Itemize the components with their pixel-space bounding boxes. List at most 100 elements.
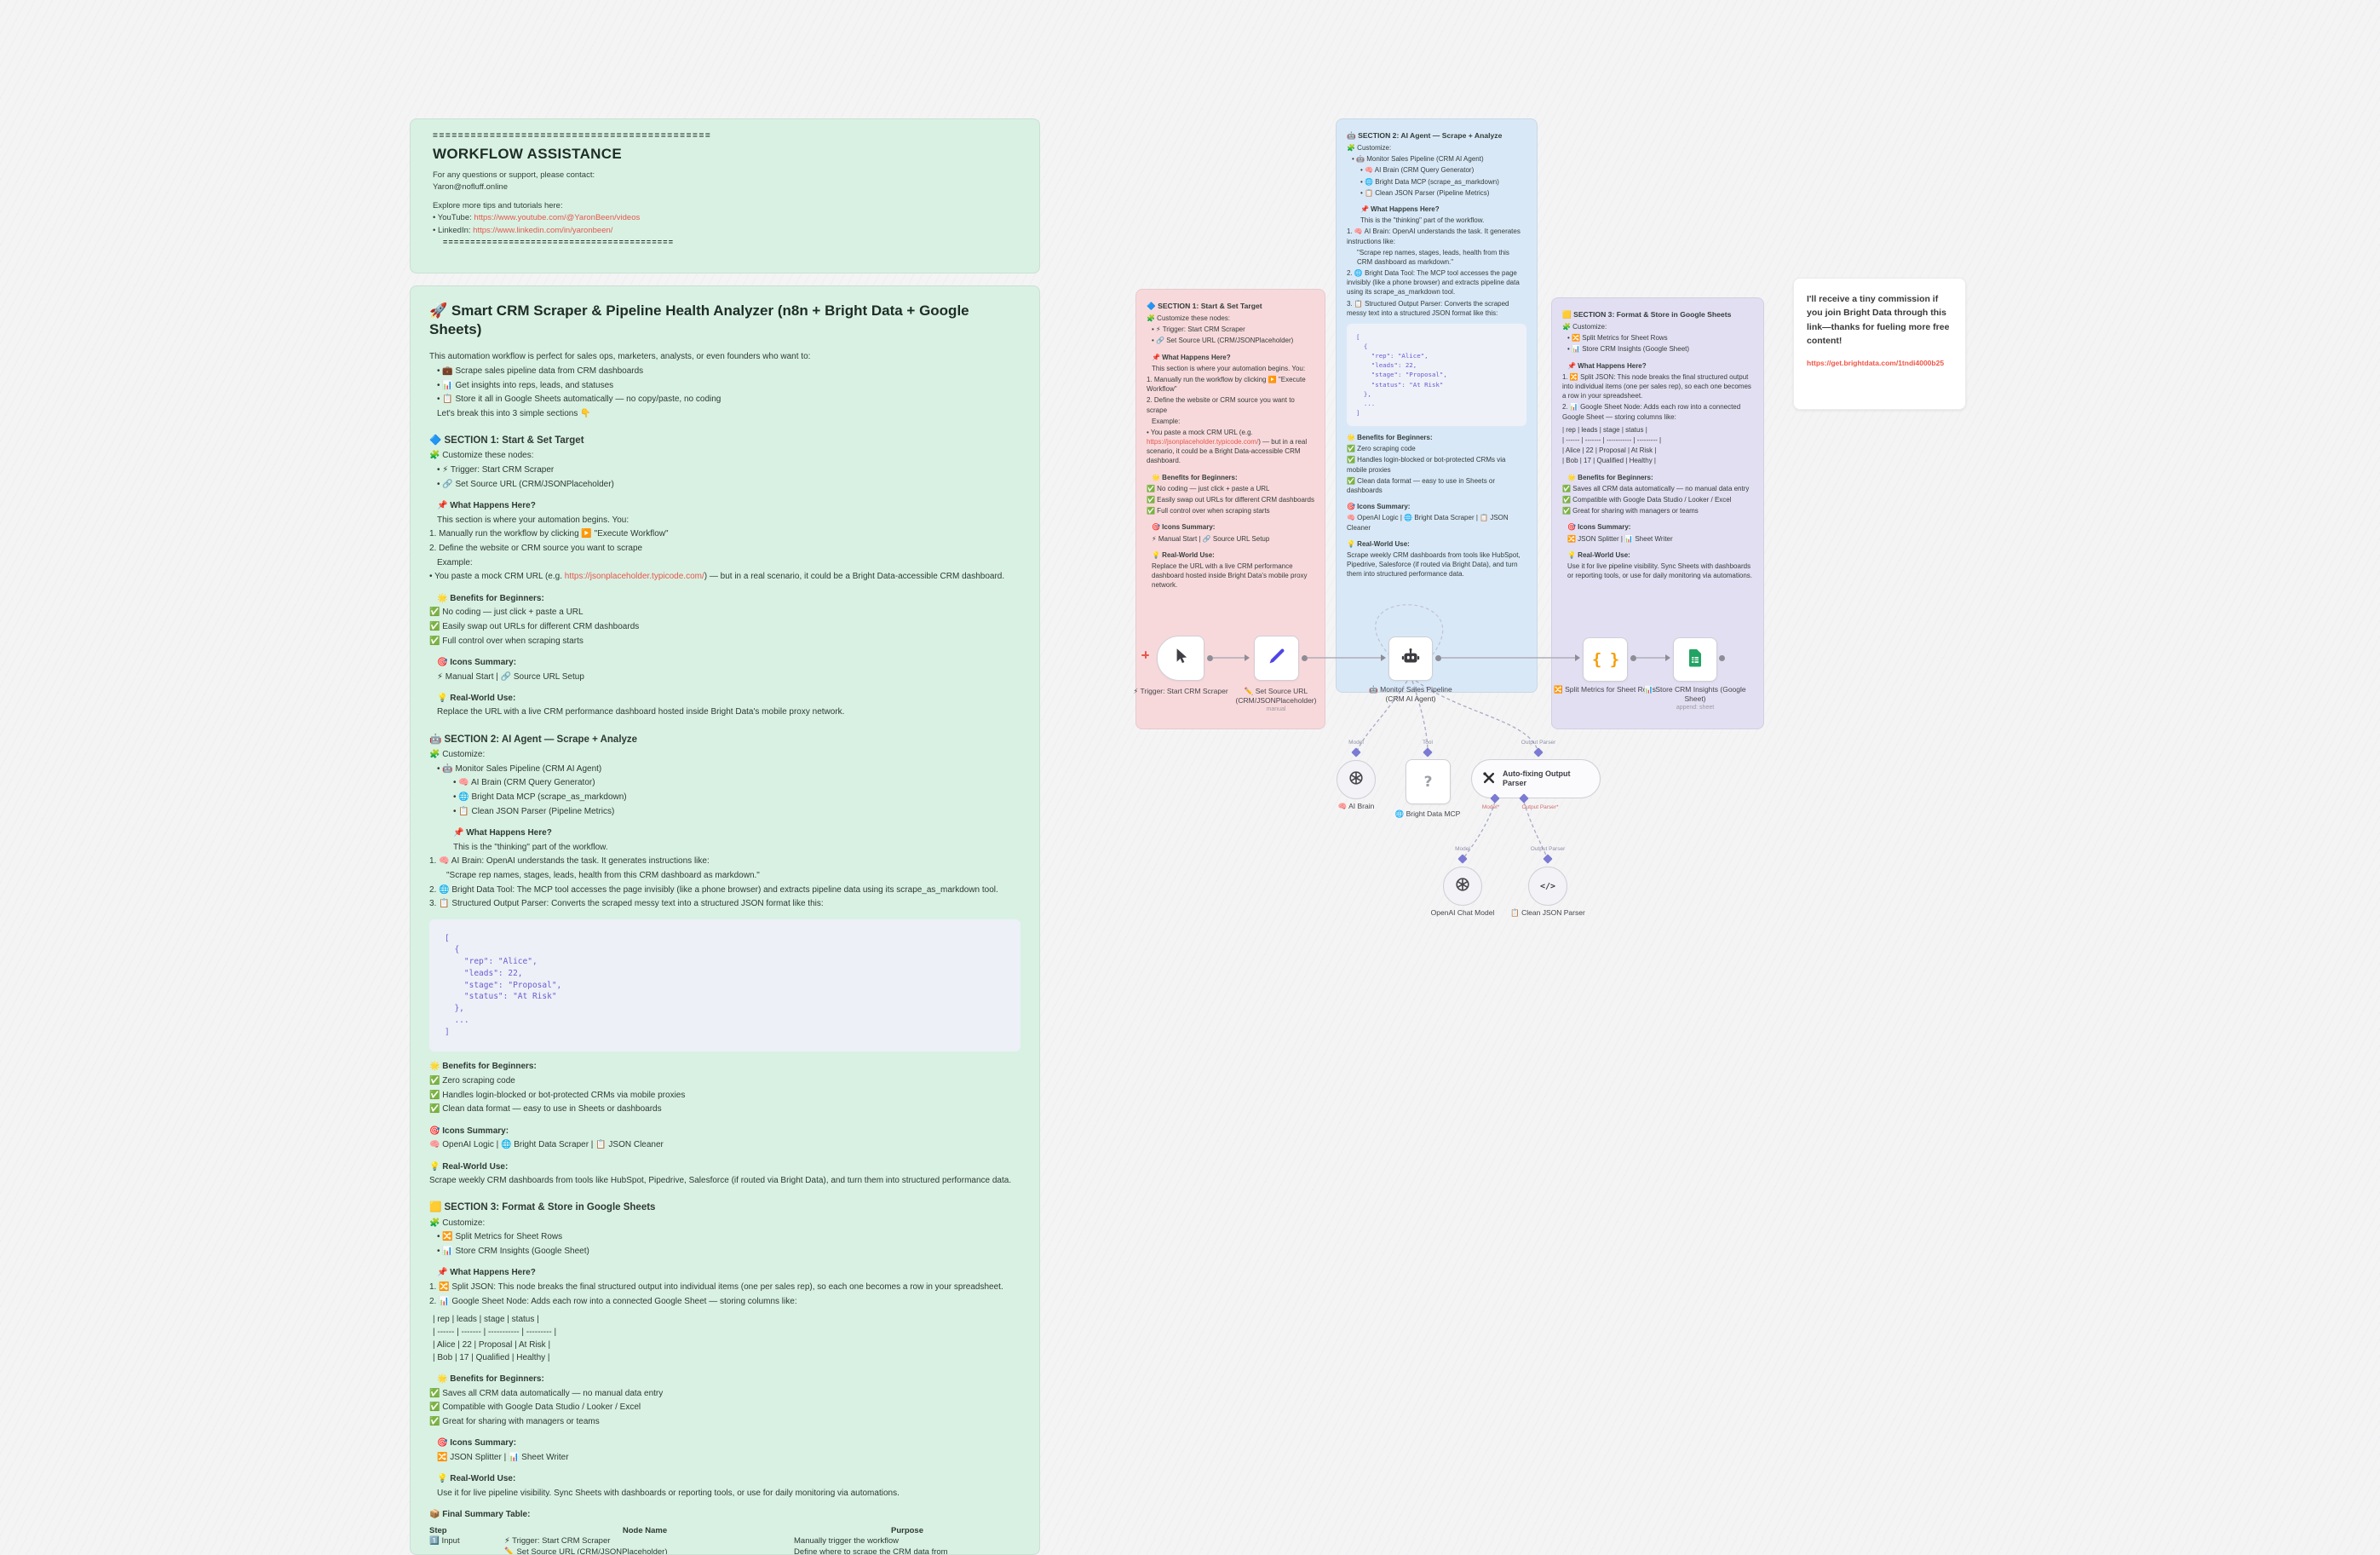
section1-note-content: 🔷 SECTION 1: Start & Set Target🧩 Customi… xyxy=(1147,301,1314,590)
node-subtitle: manual xyxy=(1266,706,1286,713)
note-line: 💡 Real-World Use: xyxy=(1567,550,1630,559)
port-label-model: Model xyxy=(1455,846,1470,852)
note-line: • 🌐 Bright Data MCP (scrape_as_markdown) xyxy=(1360,177,1499,186)
openai-icon xyxy=(1347,769,1365,792)
divider-line: ========================================… xyxy=(443,237,675,246)
input-port[interactable] xyxy=(1381,654,1386,661)
note-line: 📌 What Happens Here? xyxy=(437,501,536,511)
note-line: 1. Manually run the workflow by clicking… xyxy=(1147,375,1306,394)
note-line: ✅ Saves all CRM data automatically — no … xyxy=(429,1388,664,1398)
node-split-metrics[interactable]: { } xyxy=(1583,637,1628,682)
node-ai-brain[interactable] xyxy=(1337,760,1376,799)
note-line: 🌟 Benefits for Beginners: xyxy=(1567,473,1653,481)
output-port[interactable] xyxy=(1719,655,1725,661)
node-label-split: 🔀 Split Metrics for Sheet Rows xyxy=(1554,685,1656,694)
note-line: • 💼 Scrape sales pipeline data from CRM … xyxy=(437,366,644,376)
node-set-source-url[interactable] xyxy=(1254,636,1299,681)
note-line: • 📊 Get insights into reps, leads, and s… xyxy=(437,380,614,390)
contact-email: Yaron@nofluff.online xyxy=(433,181,508,192)
summary-col-purpose: Purpose xyxy=(890,1526,923,1536)
note-line: ✅ Full control over when scraping starts xyxy=(429,636,584,646)
contact-intro: For any questions or support, please con… xyxy=(433,170,595,180)
note-line: 🧩 Customize: xyxy=(1562,323,1607,331)
inline-link[interactable]: https://jsonplaceholder.typicode.com/ xyxy=(564,572,704,582)
note-line: 💡 Real-World Use: xyxy=(1152,550,1215,559)
note-line: • 📋 Store it all in Google Sheets automa… xyxy=(437,395,721,405)
input-port[interactable] xyxy=(1575,654,1580,661)
note-line: • 🔗 Set Source URL (CRM/JSONPlaceholder) xyxy=(1152,337,1294,345)
output-port[interactable] xyxy=(1207,655,1213,661)
note-line: 🎯 Icons Summary: xyxy=(1152,523,1216,532)
port-label-model-required: Model* xyxy=(1481,804,1500,810)
note-line: • 🌐 Bright Data MCP (scrape_as_markdown) xyxy=(453,792,627,803)
node-auto-fixing-output-parser[interactable]: Auto-fixing Output Parser xyxy=(1471,759,1601,798)
note-line: • ⚡ Trigger: Start CRM Scraper xyxy=(437,465,555,475)
node-monitor-sales-pipeline-agent[interactable] xyxy=(1388,636,1433,681)
node-label-chat-model: OpenAI Chat Model xyxy=(1430,908,1495,917)
section3-note-content: 🟨 SECTION 3: Format & Store in Google Sh… xyxy=(1562,309,1753,580)
note-line: Replace the URL with a live CRM performa… xyxy=(437,707,845,717)
note-line: ✅ Great for sharing with managers or tea… xyxy=(1562,507,1699,515)
youtube-link[interactable]: https://www.youtube.com/@YaronBeen/video… xyxy=(474,213,641,223)
node-trigger-start-crm-scraper[interactable] xyxy=(1157,636,1204,681)
note-line: • 🔀 Split Metrics for Sheet Rows xyxy=(437,1232,563,1242)
node-store-crm-insights[interactable] xyxy=(1673,637,1717,682)
note-line: ✅ Full control over when scraping starts xyxy=(1147,507,1270,515)
note-line: 1. 🔀 Split JSON: This node breaks the fi… xyxy=(1562,372,1751,400)
linkedin-link[interactable]: https://www.linkedin.com/in/yaronbeen/ xyxy=(473,226,613,236)
note-line: 🌟 Benefits for Beginners: xyxy=(429,1062,537,1072)
cursor-icon xyxy=(1171,647,1190,670)
brightdata-affiliate-link[interactable]: https://get.brightdata.com/1tndi4000b25 xyxy=(1807,359,1945,368)
note-line: This automation workflow is perfect for … xyxy=(429,352,811,362)
summary-col-step: Step xyxy=(429,1526,447,1536)
note-line: Use it for live pipeline visibility. Syn… xyxy=(1567,562,1752,580)
note-line: ✅ Zero scraping code xyxy=(429,1076,515,1086)
note-line: 🎯 Icons Summary: xyxy=(429,1126,509,1136)
youtube-link-row: • YouTube: https://www.youtube.com/@Yaro… xyxy=(433,211,1017,224)
port-label-tool: Tool xyxy=(1423,740,1433,746)
summary-table-row: 1️⃣ Input ⚡ Trigger: Start CRM Scraper M… xyxy=(429,1536,1020,1546)
note-line: Use it for live pipeline visibility. Syn… xyxy=(437,1488,900,1498)
output-port[interactable] xyxy=(1302,655,1308,661)
linkedin-label: • LinkedIn: xyxy=(433,226,471,236)
summary-cell: 1️⃣ Input xyxy=(429,1536,460,1546)
note-line: 🧩 Customize: xyxy=(429,749,486,759)
sticky-note-section2[interactable]: 🤖 SECTION 2: AI Agent — Scrape + Analyze… xyxy=(1336,118,1538,693)
note-line: ✅ Easily swap out URLs for different CRM… xyxy=(1147,496,1315,504)
issue-indicator-icon xyxy=(1141,651,1149,659)
note-line: | rep | leads | stage | status | | -----… xyxy=(433,1314,557,1362)
input-port[interactable] xyxy=(1245,654,1250,661)
note-line: | rep | leads | stage | status | | -----… xyxy=(1562,425,1662,464)
robot-icon xyxy=(1400,646,1422,672)
node-label-agent: 🤖 Monitor Sales Pipeline (CRM AI Agent) xyxy=(1369,685,1452,703)
note-line: 🟨 SECTION 3: Format & Store in Google Sh… xyxy=(429,1202,656,1213)
note-line: ✅ Clean data format — easy to use in She… xyxy=(429,1104,662,1114)
note-line: • 🔗 Set Source URL (CRM/JSONPlaceholder) xyxy=(437,479,614,489)
sticky-note-workflow-assistance[interactable]: ========================================… xyxy=(410,118,1040,274)
input-port[interactable] xyxy=(1665,654,1670,661)
node-bright-data-mcp[interactable]: ? xyxy=(1406,759,1451,804)
output-port[interactable] xyxy=(1435,655,1441,661)
note-line: 🚀 Smart CRM Scraper & Pipeline Health An… xyxy=(429,302,969,338)
summary-table-header: Step Node Name Purpose xyxy=(429,1526,1020,1536)
note-line: 2. 📊 Google Sheet Node: Adds each row in… xyxy=(1562,403,1741,421)
note-line: 📦 Final Summary Table: xyxy=(429,1509,531,1519)
port-label-output-parser: Output Parser xyxy=(1521,740,1556,746)
sticky-note-main-documentation[interactable]: 🚀 Smart CRM Scraper & Pipeline Health An… xyxy=(410,285,1040,1555)
explore-line: Explore more tips and tutorials here: xyxy=(433,200,563,210)
node-label-mcp: 🌐 Bright Data MCP xyxy=(1394,809,1461,818)
output-port[interactable] xyxy=(1630,655,1636,661)
node-label-text: 📊 Store CRM Insights (Google Sheet) xyxy=(1644,685,1746,703)
node-openai-chat-model[interactable] xyxy=(1443,867,1482,906)
note-line: 🤖 SECTION 2: AI Agent — Scrape + Analyze xyxy=(429,734,638,745)
note-line: • 🧠 AI Brain (CRM Query Generator) xyxy=(453,778,595,788)
main-note-content: 🚀 Smart CRM Scraper & Pipeline Health An… xyxy=(429,302,1020,1521)
note-line: 🔷 SECTION 1: Start & Set Target xyxy=(1147,302,1262,310)
node-clean-json-parser[interactable]: </> xyxy=(1528,867,1567,906)
sticky-note-affiliate[interactable]: I'll receive a tiny commission if you jo… xyxy=(1793,278,1966,410)
note-line: 1. 🧠 AI Brain: OpenAI understands the ta… xyxy=(1347,227,1521,245)
node-label-json-parser: 📋 Clean JSON Parser xyxy=(1510,908,1585,917)
inline-link[interactable]: https://jsonplaceholder.typicode.com/ xyxy=(1147,438,1259,446)
node-label-set-source: ✏️ Set Source URL (CRM/JSONPlaceholder) … xyxy=(1225,687,1327,714)
